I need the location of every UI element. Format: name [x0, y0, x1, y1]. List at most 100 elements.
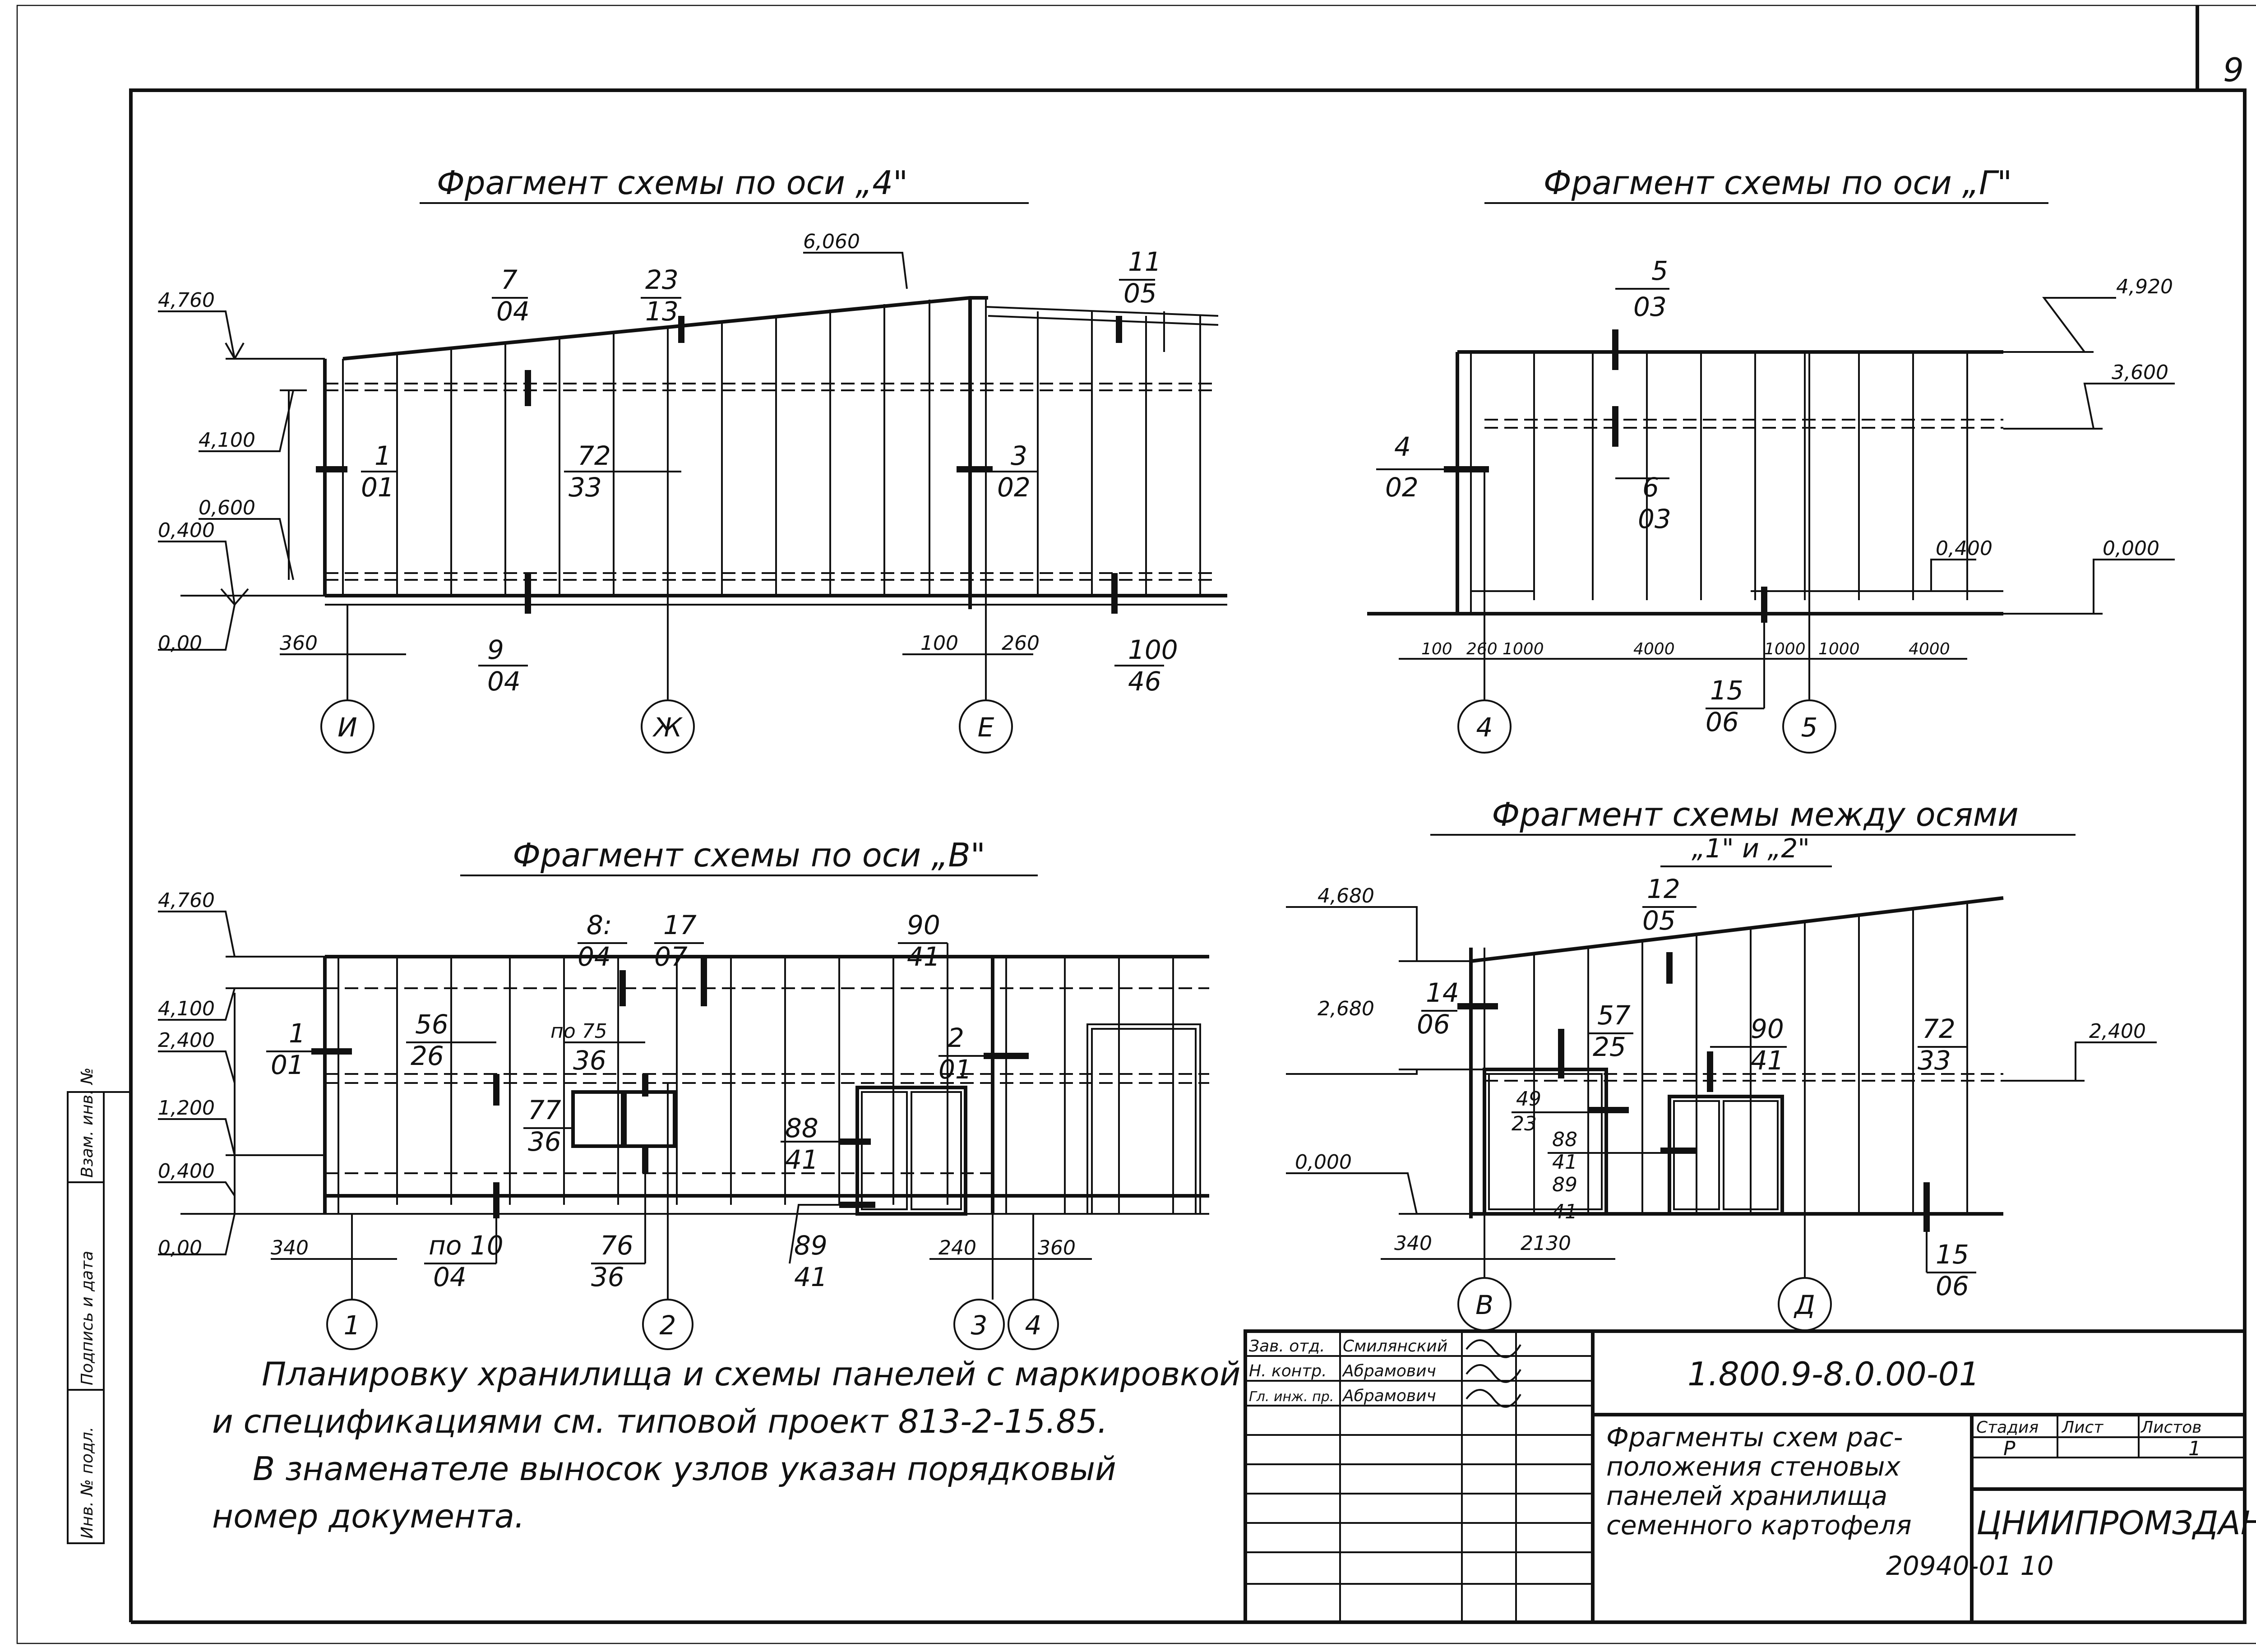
- stamp-role: Гл. инж. пр.: [1249, 1389, 1334, 1405]
- dim: 260: [1466, 640, 1498, 658]
- callout-den: 36: [528, 1126, 561, 1157]
- callout-num: 72: [578, 440, 611, 471]
- title-axis4: Фрагмент схемы по оси „4": [437, 164, 908, 202]
- elev: 0,400: [158, 1160, 215, 1183]
- note-line: номер документа.: [212, 1497, 525, 1535]
- stamp-title-line: Фрагменты схем рас-: [1606, 1422, 1903, 1453]
- callout-den: 36: [591, 1262, 624, 1292]
- note-line: В знаменателе выносок узлов указан поряд…: [253, 1450, 1116, 1488]
- axis-bubble: [326, 1299, 378, 1350]
- stamp-role: Н. контр.: [1249, 1362, 1327, 1380]
- callout-den: 05: [1642, 905, 1676, 936]
- callout-den: 02: [997, 472, 1031, 503]
- stamp-role: Зав. отд.: [1249, 1337, 1325, 1356]
- callout-num: 12: [1647, 874, 1680, 904]
- callout-num: 88: [1552, 1128, 1577, 1151]
- callout-den: 06: [1936, 1271, 1969, 1301]
- axis-label: В: [1475, 1290, 1493, 1320]
- callout-num: 57: [1597, 1000, 1631, 1031]
- axis-bubble: [641, 699, 695, 754]
- callout-den: 41: [785, 1144, 818, 1175]
- axis-bubble: [959, 699, 1013, 754]
- axis-bubble: [1008, 1299, 1059, 1350]
- notes: Планировку хранилища и схемы панелей с м…: [212, 1355, 1240, 1535]
- note-line: Планировку хранилища и схемы панелей с м…: [262, 1355, 1240, 1393]
- callout-den: 41: [1552, 1151, 1577, 1174]
- callout-den: 04: [496, 296, 530, 327]
- callout-num: 3: [1011, 440, 1027, 471]
- elev: 0,000: [1295, 1151, 1352, 1174]
- title-axisV: Фрагмент схемы по оси „В": [513, 836, 985, 874]
- elev-4760: 4,760: [158, 289, 215, 312]
- axis-label: 5: [1801, 712, 1818, 743]
- elev-000: 0,00: [158, 632, 202, 655]
- stamp-name: Смилянский: [1343, 1337, 1447, 1356]
- elev-4920: 4,920: [2116, 275, 2173, 298]
- dim: 4000: [1909, 640, 1950, 658]
- callout-num: 1: [289, 1018, 305, 1049]
- dim: 1000: [1818, 640, 1860, 658]
- stamp-name: Абрамович: [1342, 1362, 1436, 1380]
- page-number: 9: [2223, 51, 2244, 89]
- axis-bubble: [320, 699, 374, 754]
- callout-num: 72: [1922, 1013, 1956, 1044]
- callout-den: 41: [794, 1262, 828, 1292]
- stamp-name: Абрамович: [1342, 1387, 1436, 1405]
- stage-label: Стадия: [1976, 1418, 2039, 1437]
- axis-label: 3: [971, 1310, 988, 1341]
- axis-label: И: [337, 712, 357, 743]
- dim: 1000: [1502, 640, 1544, 658]
- callout-den: 41: [1751, 1045, 1784, 1076]
- outer-frame: [16, 5, 2256, 1644]
- callout-den: 01: [271, 1050, 304, 1080]
- stamp-title-line: положения стеновых: [1606, 1451, 1901, 1482]
- elev-0000: 0,000: [2103, 537, 2159, 560]
- callout-num: 77: [528, 1095, 561, 1125]
- title-axisG: Фрагмент схемы по оси „Г": [1544, 164, 2012, 202]
- sheets-value: 1: [2188, 1437, 2201, 1460]
- stage-value: Р: [2003, 1437, 2016, 1460]
- axis-label: 4: [1025, 1310, 1042, 1341]
- callout-num: 4: [1394, 431, 1411, 462]
- callout-num: 9: [487, 634, 504, 665]
- elev: 2,400: [2089, 1020, 2146, 1043]
- stamp-title-line: панелей хранилища: [1606, 1481, 1887, 1511]
- callout-num: 6: [1642, 472, 1659, 503]
- elev-0400: 0,400: [1936, 537, 1992, 560]
- callout-den: 26: [411, 1041, 444, 1071]
- dim: 100: [1421, 640, 1452, 658]
- elev: 2,680: [1318, 997, 1374, 1020]
- callout-num: 76: [600, 1230, 633, 1261]
- dim: 340: [271, 1236, 309, 1259]
- dim-260: 260: [1002, 632, 1040, 655]
- elev-3600: 3,600: [2112, 361, 2168, 384]
- callout-den: 03: [1638, 504, 1671, 534]
- callout-den: 23: [1512, 1112, 1537, 1135]
- elev: 4,680: [1318, 884, 1374, 907]
- axis-bubble: [953, 1299, 1005, 1350]
- dim: 1000: [1764, 640, 1806, 658]
- callout-num: 5: [1651, 255, 1668, 286]
- callout-den: 25: [1593, 1032, 1626, 1062]
- callout-num: 17: [663, 910, 697, 940]
- callout-den: 36: [573, 1045, 606, 1076]
- elev-6060: 6,060: [803, 230, 860, 253]
- callout-den: 07: [654, 941, 688, 972]
- callout-num: 89: [794, 1230, 828, 1261]
- dim-360: 360: [280, 632, 318, 655]
- elev: 4,100: [158, 997, 215, 1020]
- fragment-between-axes: Фрагмент схемы между осями „1" и „2": [1286, 796, 2157, 1331]
- dim: 240: [938, 1236, 976, 1259]
- callout-den: 05: [1123, 278, 1157, 309]
- callout-num: 90: [907, 910, 940, 940]
- callout-num: 7: [501, 264, 518, 295]
- callout-den: 06: [1706, 707, 1739, 737]
- axis-label: Ж: [652, 712, 683, 743]
- callout-num: 90: [1751, 1013, 1784, 1044]
- axis-bubble: [1457, 699, 1512, 754]
- dim: 340: [1394, 1232, 1432, 1255]
- elev-0400: 0,400: [158, 519, 215, 542]
- callout-den: 41: [907, 941, 940, 972]
- dim: 4000: [1633, 640, 1675, 658]
